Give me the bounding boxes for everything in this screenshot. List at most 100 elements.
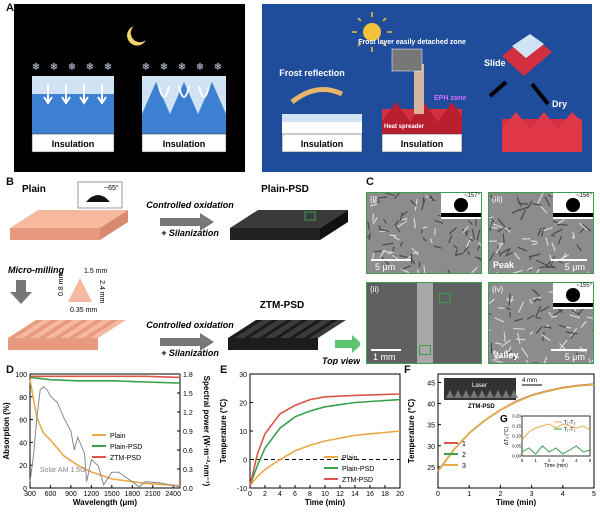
sem-crystal (492, 356, 502, 361)
sem-crystal (535, 326, 543, 334)
droplet-icon (86, 195, 110, 202)
sem-crystal (447, 269, 453, 278)
sample-ridge (478, 390, 486, 398)
inset-x-tick-label: 5 (589, 458, 592, 463)
sem-crystal (496, 246, 502, 257)
sample-label: ZTM-PSD (468, 404, 495, 410)
sem-iv-angle: ~155° (576, 283, 592, 289)
inset-x-tick-label: 3 (562, 458, 565, 463)
sem-crystal (414, 198, 418, 211)
panel-a-day: Insulation Frost reflection Insulation F… (262, 4, 592, 172)
sem-crystal (581, 224, 592, 232)
plate-ridge (83, 320, 119, 338)
insulation-label: Insulation (52, 139, 95, 149)
arrow-right-icon (160, 333, 214, 351)
snowflake-icon: ❄ (214, 62, 222, 73)
sem-crystal (399, 242, 403, 247)
dim-0-8: 0.8 mm (58, 272, 65, 296)
sem-crystal (434, 220, 444, 224)
sem-crystal (566, 326, 572, 329)
sem-iii-angle: ~156° (576, 193, 592, 199)
sem-crystal (538, 266, 545, 269)
sem-crystal (529, 331, 534, 335)
sem-crystal (433, 245, 442, 249)
sem-i-scale: 5 μm (375, 262, 396, 272)
y-tick-label: 20 (19, 463, 27, 470)
sample-ridge (510, 390, 518, 398)
sem-i-tag: (i) (370, 195, 378, 204)
panel-label-f: F (404, 364, 411, 376)
x-tick-label: 4 (561, 491, 565, 498)
sem-crystal (399, 212, 403, 221)
inset-y-tick-label: 0.10 (512, 434, 521, 439)
ztm-psd-label: ZTM-PSD (260, 300, 304, 311)
insulation-label: Insulation (163, 139, 206, 149)
droplet-inset (77, 181, 123, 209)
sem-crystal (571, 309, 580, 316)
curved-arrow-icon (198, 85, 210, 98)
sem-image-iii: (iii) ~156° Peak 5 μm (486, 192, 600, 281)
sample-ridge (486, 390, 494, 398)
x-tick-label: 1200 (84, 491, 100, 498)
top-view-label: Top view (322, 356, 360, 365)
x-tick-label: 8 (308, 491, 312, 498)
sem-crystal (580, 320, 587, 329)
sample-ridge (470, 390, 478, 398)
panel-a-night: Insulation Insulation ❄❄❄❄❄❄❄❄❄❄ (14, 4, 245, 172)
sem-crystal (429, 238, 433, 244)
y-tick-label: 40 (427, 402, 435, 409)
y-tick-label: 10 (239, 429, 247, 436)
sem-i-angle: ~157° (464, 193, 480, 199)
legend-label: Plain (342, 455, 358, 462)
sem-crystal (514, 318, 524, 322)
curved-arrow-icon (158, 85, 170, 98)
sem-crystal (556, 223, 568, 226)
sem-crystal (422, 237, 427, 242)
eph-block: Insulation Frost layer easily detached z… (358, 39, 466, 153)
sem-crystal (535, 305, 542, 317)
sem-texture (480, 285, 600, 370)
snowflake-icon: ❄ (32, 62, 40, 73)
sem-crystal (528, 253, 541, 258)
sem-crystal (576, 244, 582, 252)
plain-plate-top (10, 210, 128, 228)
arrow-down-icon (79, 84, 89, 105)
sem-crystal (520, 209, 527, 221)
sem-crystal (552, 220, 559, 224)
x-tick-label: 4 (278, 491, 282, 498)
sem-crystal (517, 246, 528, 252)
droplet-icon (566, 288, 580, 302)
x-tick-label: 12 (336, 491, 344, 498)
sem-ii-scale: 1 mm (373, 352, 396, 362)
sem-crystal (506, 247, 511, 255)
sem-image-ii: (ii) 1 mm (366, 282, 482, 364)
inset-frame (521, 415, 591, 457)
solar-annotation: Solar AM 1.5G (40, 467, 86, 474)
sem-crystal (378, 228, 389, 232)
sem-crystal (428, 196, 436, 202)
legend-label: Plain-PSD (110, 444, 142, 451)
legend-label: ZTM-PSD (342, 477, 373, 484)
sem-crystal (375, 196, 388, 199)
panel-label-e: E (220, 364, 228, 376)
sem-crystal (578, 222, 588, 231)
x-tick-label: 300 (24, 491, 36, 498)
sem-crystal (535, 317, 542, 320)
sem-crystal (488, 298, 495, 305)
plate-ridge (228, 320, 264, 338)
x-tick-label: 20 (396, 491, 404, 498)
plain-label: Plain (22, 184, 46, 195)
series-line (29, 386, 181, 488)
series-line (437, 383, 595, 472)
sem-crystal (369, 203, 378, 207)
sem-crystal (421, 199, 426, 211)
sem-crystal (453, 244, 458, 249)
panel-label-a: A (6, 2, 14, 14)
sem-crystal (540, 226, 545, 237)
sem-crystal (552, 228, 563, 235)
sem-crystal (509, 352, 520, 359)
sem-crystal (508, 293, 512, 306)
y2-tick-label: 0.0 (183, 486, 193, 493)
y-axis-label: Temperature (°C) (219, 398, 228, 463)
scale-bar (551, 349, 587, 351)
